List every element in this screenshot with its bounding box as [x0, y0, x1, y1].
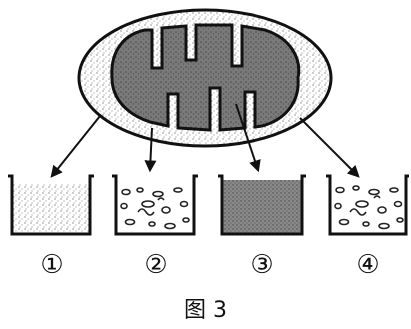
- beaker-label-3: ③: [242, 250, 282, 280]
- arrow-to-beaker-4: [300, 118, 358, 176]
- beaker-label-1: ①: [32, 250, 72, 280]
- beaker-4: [326, 176, 409, 234]
- beaker-1: [8, 176, 94, 234]
- beaker-label-2: ②: [136, 250, 176, 280]
- figure-caption: 图 3: [0, 292, 411, 324]
- beaker-3: [218, 176, 306, 234]
- beaker-2: [112, 176, 198, 234]
- arrow-to-beaker-1: [52, 116, 100, 176]
- inner-membrane-matrix: [112, 25, 299, 130]
- beaker-label-4: ④: [348, 250, 388, 280]
